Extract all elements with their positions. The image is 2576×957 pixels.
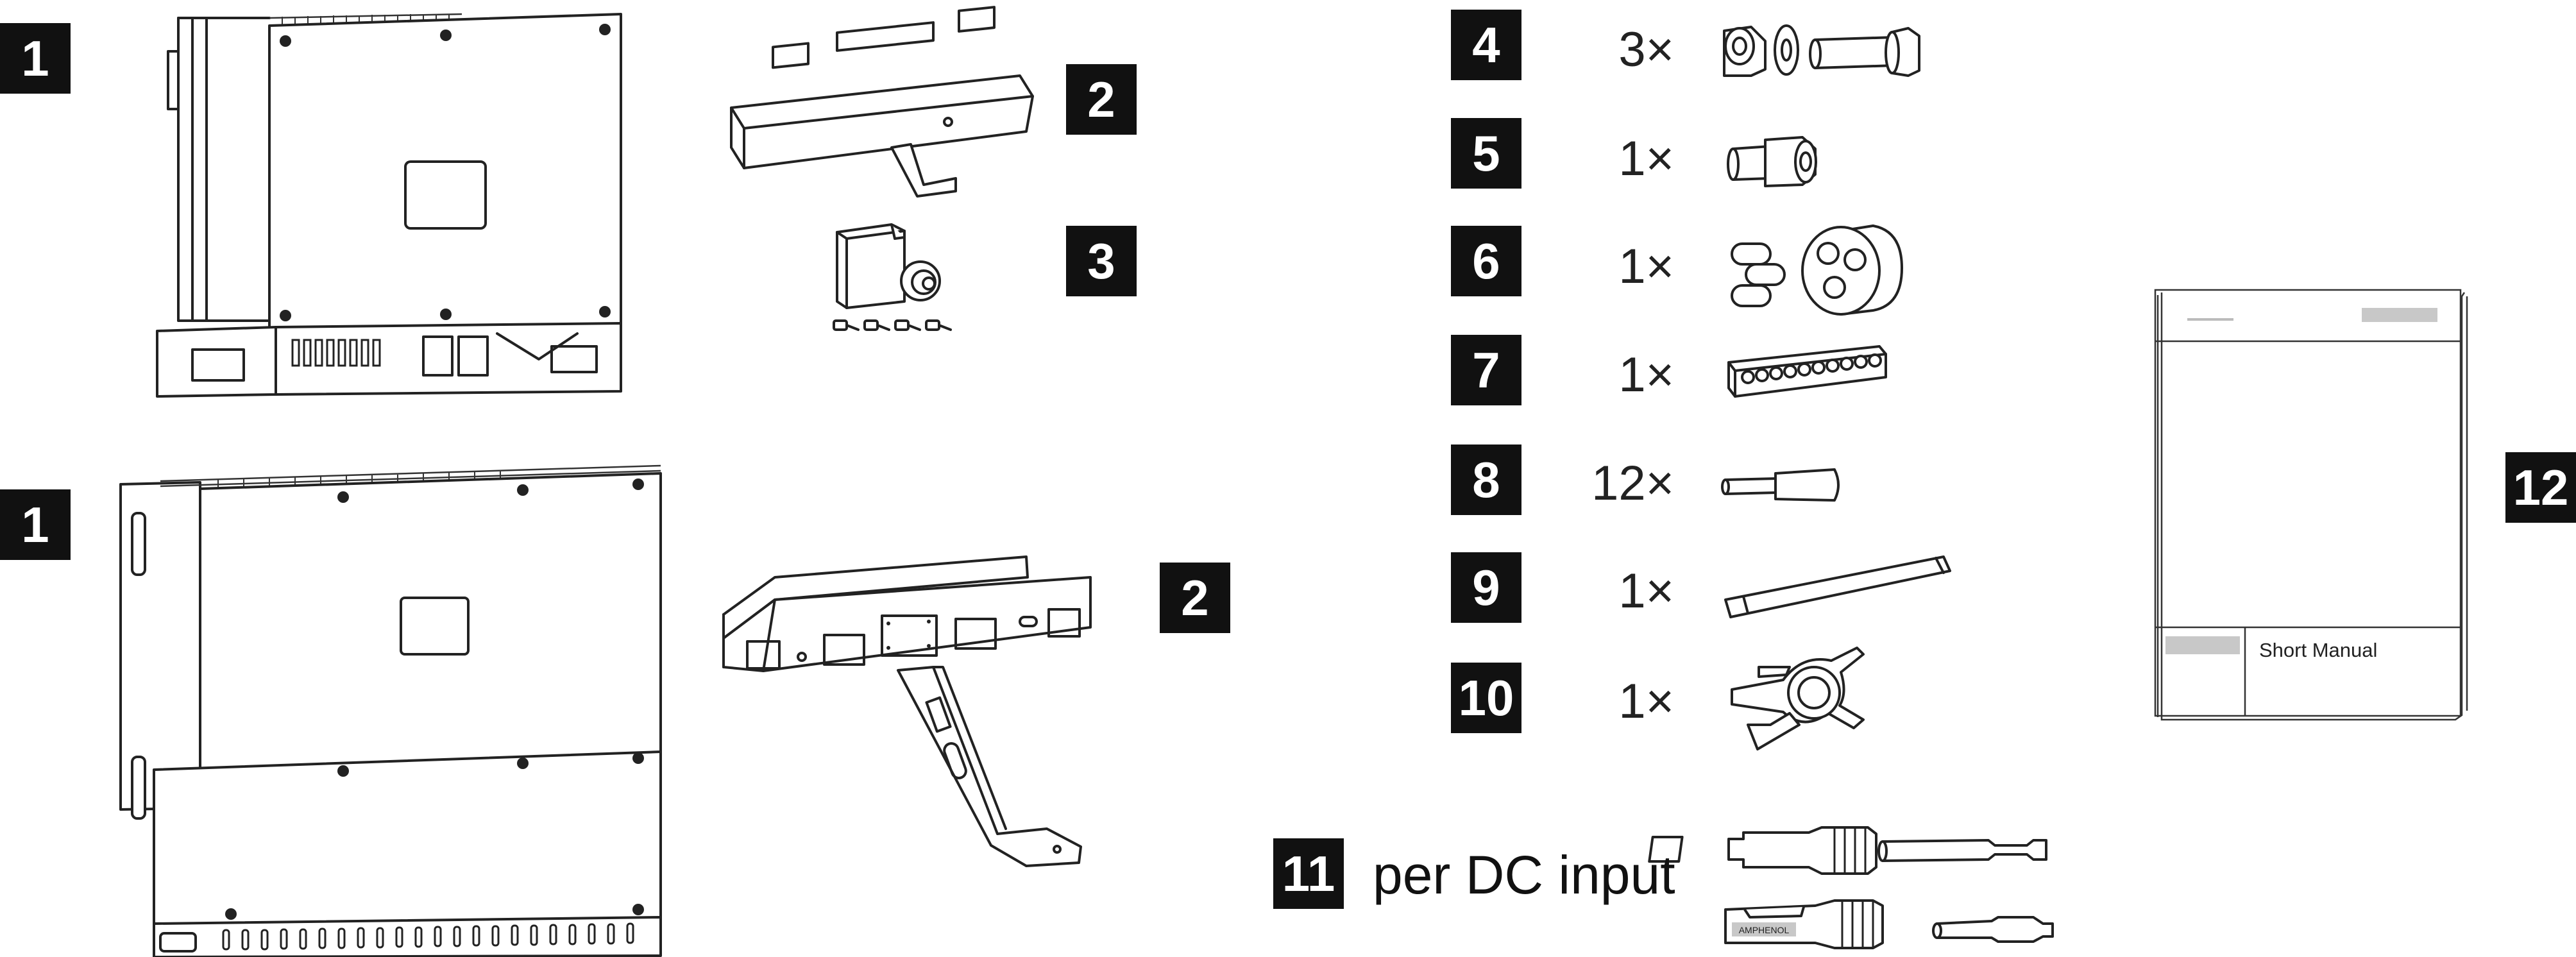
wire-ferrule-icon	[1721, 468, 1840, 502]
terminal-strip-icon	[1727, 345, 1887, 398]
wall-bracket-large-icon	[722, 555, 1092, 867]
per-dc-input-label: per DC input	[1373, 845, 1675, 905]
badge-item-2-top: 2	[1066, 64, 1137, 135]
badge-item-2-bottom: 2	[1160, 563, 1230, 633]
badge-item-7: 7	[1451, 335, 1521, 405]
badge-item-1-bottom: 1	[0, 489, 71, 560]
comm-module-icon	[833, 223, 952, 331]
dc-connector-pairs-icon: AMPHENOL	[1648, 826, 2054, 949]
badge-item-11: 11	[1273, 838, 1344, 909]
quantity-item-9: 1×	[1618, 564, 1674, 618]
badge-item-5: 5	[1451, 118, 1521, 189]
badge-item-8: 8	[1451, 445, 1521, 515]
inverter-small-icon	[156, 13, 622, 398]
quantity-item-7: 1×	[1618, 348, 1674, 402]
rod-icon	[1724, 555, 1951, 618]
badge-item-10: 10	[1451, 663, 1521, 733]
cable-gland-icon	[1727, 136, 1817, 187]
badge-item-3: 3	[1066, 226, 1137, 296]
wall-bracket-small-icon	[730, 6, 1034, 198]
badge-item-9: 9	[1451, 552, 1521, 623]
quantity-item-8: 12×	[1591, 456, 1674, 511]
badge-item-4: 4	[1451, 10, 1521, 80]
badge-item-6: 6	[1451, 226, 1521, 296]
inverter-large-icon	[119, 464, 662, 957]
quantity-item-10: 1×	[1618, 674, 1674, 729]
manual-document-icon	[2154, 289, 2468, 721]
manual-title: Short Manual	[2259, 639, 2378, 661]
quantity-item-5: 1×	[1618, 131, 1674, 186]
dc-connector-tool-icon	[1731, 647, 1865, 750]
badge-item-1-top: 1	[0, 23, 71, 94]
nut-washer-bolt-icon	[1723, 24, 1920, 77]
quantity-item-4: 3×	[1618, 22, 1674, 77]
badge-item-12: 12	[2505, 452, 2576, 523]
svg-text:AMPHENOL: AMPHENOL	[1739, 925, 1790, 935]
sealing-insert-icon	[1731, 224, 1903, 316]
quantity-item-6: 1×	[1618, 239, 1674, 294]
